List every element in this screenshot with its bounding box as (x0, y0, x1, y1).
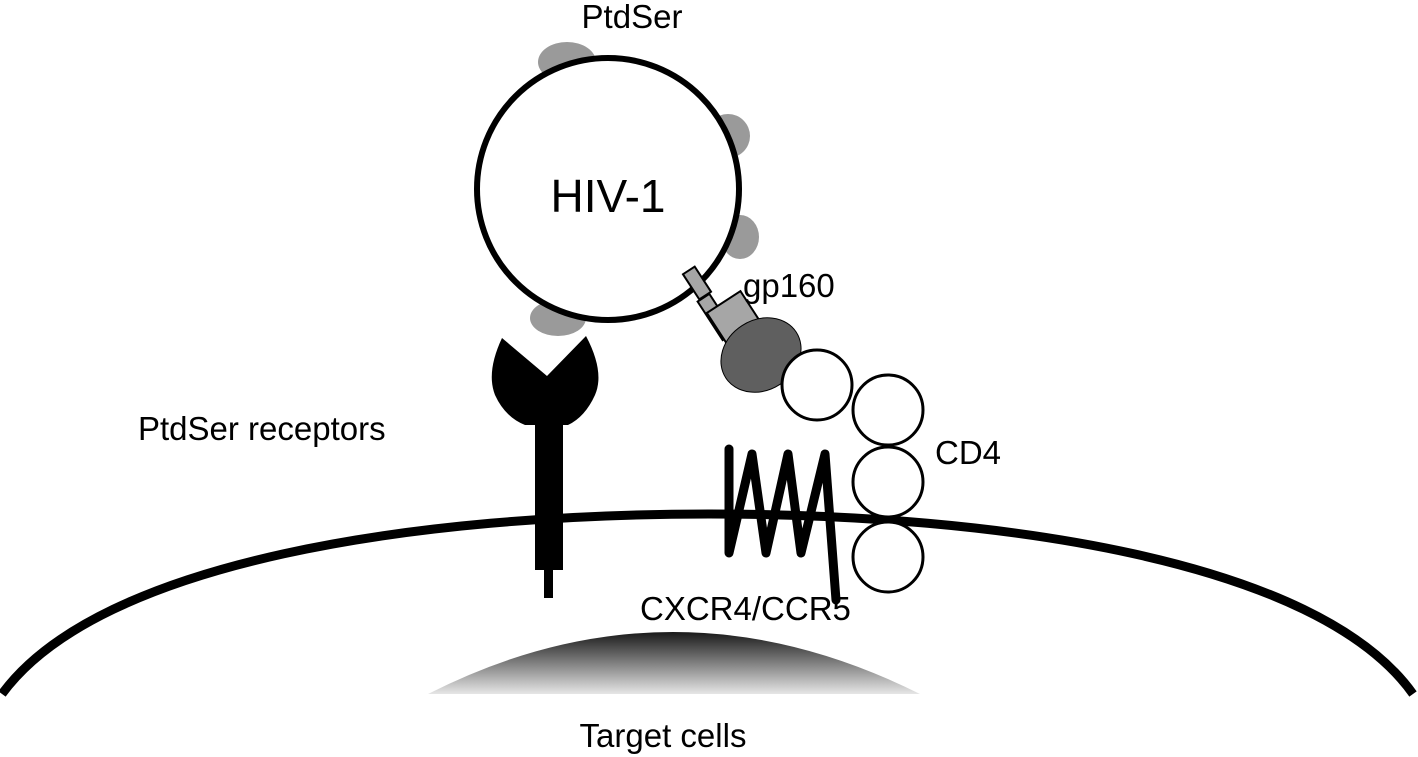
label-cd4: CD4 (935, 434, 1001, 471)
cd4-domain (851, 520, 925, 594)
nucleus (428, 632, 920, 694)
label-hiv-1: HIV-1 (550, 170, 665, 222)
cd4-receptor (780, 348, 925, 594)
ptdser-receptor (491, 336, 599, 598)
coreceptor-cxcr4-ccr5 (724, 444, 841, 605)
label-ptdser-receptors: PtdSer receptors (138, 410, 386, 447)
ptdser-receptor-stalk (535, 420, 563, 570)
label-target-cells: Target cells (580, 717, 747, 754)
gp160-glycoprotein (681, 265, 802, 393)
ptdser-receptor-tail (544, 570, 553, 598)
label-gp160: gp160 (743, 267, 835, 304)
cd4-domain (851, 373, 925, 447)
cd4-domain (780, 348, 854, 422)
cell-membrane (0, 509, 1417, 697)
hiv-virion (474, 55, 742, 323)
gp160-head (720, 317, 802, 393)
label-coreceptor: CXCR4/CCR5 (640, 590, 851, 627)
cd4-domain (851, 445, 925, 519)
ptdser-receptor-head (491, 336, 599, 425)
label-ptdser: PtdSer (582, 0, 683, 35)
